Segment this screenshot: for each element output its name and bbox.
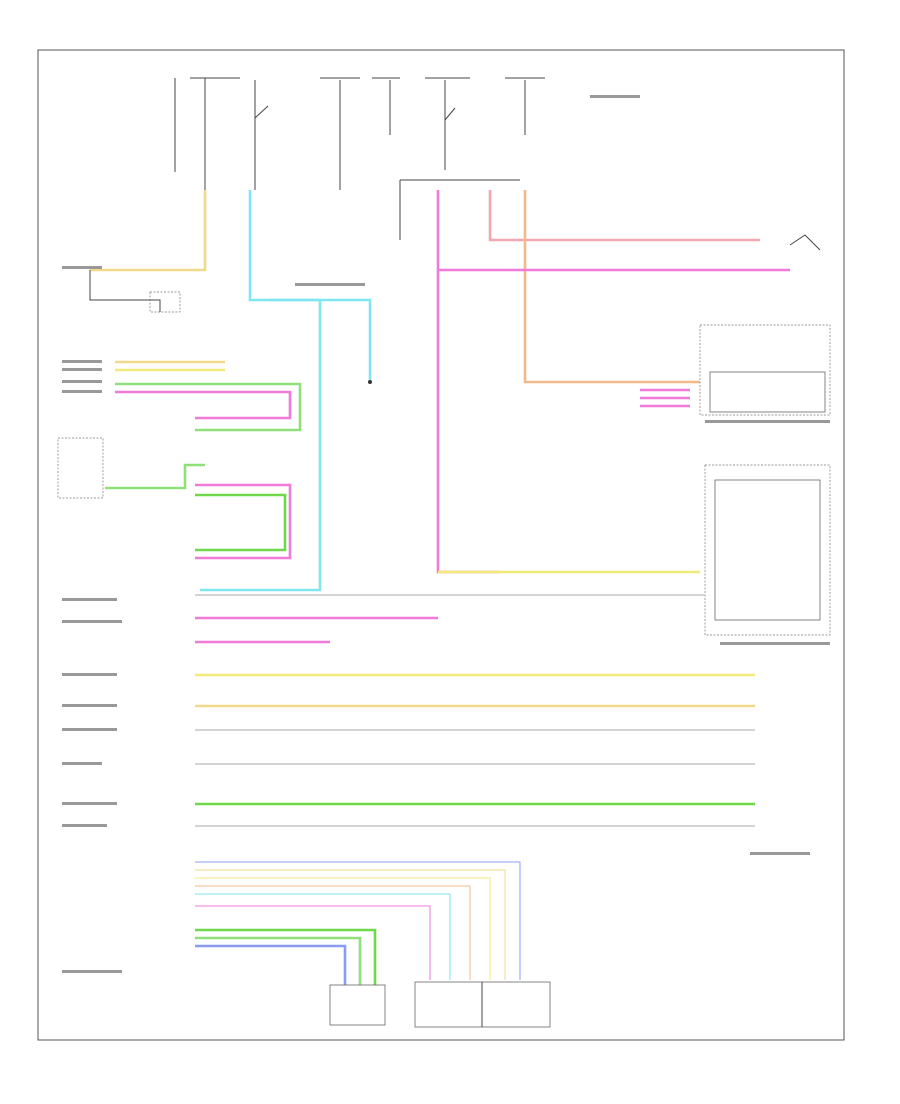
label-mark-13 — [62, 824, 107, 827]
label-mark-3 — [62, 368, 102, 371]
label-mark-15 — [720, 642, 830, 645]
green-bottom-1 — [195, 928, 377, 985]
yellow-bottom — [195, 877, 491, 980]
light-blue-wire-1 — [200, 190, 322, 592]
cruise-release-switch — [789, 234, 821, 251]
diagram-border — [37, 49, 845, 1041]
label-mark-16 — [705, 420, 830, 423]
vertical-wires — [436, 190, 790, 574]
pink-bottom-2 — [195, 905, 431, 980]
clutch-pedal-sensor-box — [329, 984, 386, 1026]
pink-vertical — [436, 190, 500, 574]
pink-trans — [195, 483, 292, 560]
orange-wire — [523, 190, 700, 384]
clutch-switch-contact — [444, 107, 456, 121]
label-mark-12 — [62, 802, 117, 805]
cruise-switch-inner — [714, 479, 821, 621]
label-mark-4 — [62, 380, 102, 383]
label-mark-2 — [62, 360, 102, 363]
label-mark-10 — [62, 728, 117, 731]
switch-wire — [89, 270, 120, 301]
transmission-control-box — [57, 437, 104, 499]
label-mark-5 — [62, 390, 102, 393]
blue-bottom-1 — [195, 861, 521, 980]
module-signals — [57, 360, 705, 644]
top-fuse-section — [174, 77, 545, 240]
label-mark-14 — [62, 970, 122, 973]
right-components — [699, 234, 831, 636]
salmon-wire — [488, 190, 760, 242]
green-trans-2 — [195, 493, 287, 552]
pedal-wires — [195, 673, 755, 827]
illegible-labels — [62, 95, 830, 973]
cluster-module — [709, 371, 826, 413]
green-bottom-2 — [195, 936, 362, 985]
label-mark-17 — [750, 852, 810, 855]
label-mark-1 — [62, 266, 102, 269]
cruise-control-switch-box — [704, 464, 831, 636]
tan-wire-1 — [90, 190, 207, 272]
bottom-harness — [195, 861, 551, 1028]
orange-bottom — [195, 885, 471, 980]
brake-switch-contact — [254, 105, 269, 119]
left-top-wires — [89, 190, 372, 592]
label-mark-9 — [62, 704, 117, 707]
label-mark-8 — [62, 673, 117, 676]
stop-lamp-box — [149, 291, 181, 313]
pink-loop — [115, 390, 292, 420]
label-mark-19 — [295, 283, 365, 286]
switch-wire-2 — [120, 299, 161, 312]
green-loop — [115, 382, 302, 432]
light-blue-bottom — [195, 893, 451, 980]
instrument-cluster-box — [699, 324, 831, 416]
label-mark-18 — [590, 95, 640, 98]
tan-bottom — [195, 869, 506, 980]
label-mark-11 — [62, 762, 102, 765]
light-blue-wire-2 — [270, 298, 372, 380]
label-mark-7 — [62, 620, 122, 623]
blue-bottom-2 — [195, 944, 347, 985]
ground-node — [368, 380, 372, 384]
label-mark-6 — [62, 598, 117, 601]
green-trans — [105, 463, 205, 490]
